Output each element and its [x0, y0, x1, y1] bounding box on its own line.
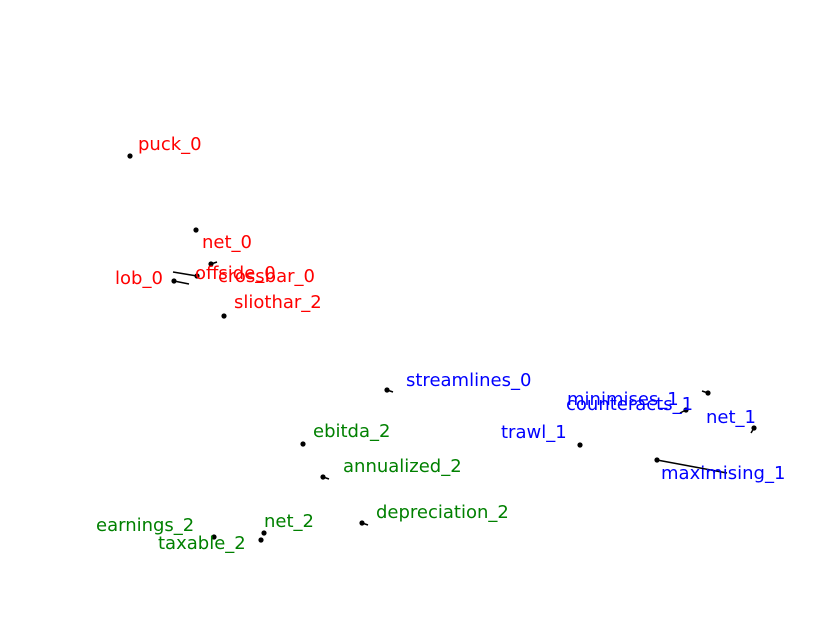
- point-net-0: [193, 227, 199, 233]
- label-lob-0: lob_0: [115, 268, 163, 289]
- point-sliothar-2: [221, 313, 227, 319]
- point-trawl-1: [577, 442, 583, 448]
- label-taxable-2: taxable_2: [158, 533, 246, 554]
- point-taxable-2: [261, 530, 267, 536]
- label-net-0: net_0: [202, 232, 252, 253]
- label-earnings-2: earnings_2: [96, 515, 194, 536]
- label-streamlines-0: streamlines_0: [406, 370, 531, 391]
- label-puck-0: puck_0: [138, 134, 202, 155]
- label-crossbar-0: crossbar_0: [218, 266, 315, 287]
- point-puck-0: [127, 153, 133, 159]
- leader-line-lob-0: [172, 271, 198, 277]
- label-offside-0: offside_0: [195, 263, 276, 284]
- point-minimises-1: [683, 407, 689, 413]
- label-depreciation-2: depreciation_2: [376, 502, 509, 523]
- label-minimises-1: minimises_1: [567, 389, 679, 410]
- point-maximising-1: [654, 457, 660, 463]
- leader-line-maximising-1: [656, 459, 728, 474]
- point-net-1: [751, 425, 757, 431]
- point-net-2: [258, 537, 264, 543]
- label-annualized-2: annualized_2: [343, 456, 462, 477]
- data-points: [127, 153, 757, 543]
- point-ebitda-2: [300, 441, 306, 447]
- label-maximising-1: maximising_1: [661, 463, 785, 484]
- point-offside-0: [171, 278, 177, 284]
- point-earnings-2: [211, 534, 217, 540]
- point-annualized-2: [320, 474, 326, 480]
- label-trawl-1: trawl_1: [501, 422, 567, 443]
- label-sliothar-2: sliothar_2: [234, 292, 322, 313]
- label-net-1: net_1: [706, 407, 756, 428]
- label-net-2: net_2: [264, 511, 314, 532]
- point-depreciation-2: [359, 520, 365, 526]
- label-ebitda-2: ebitda_2: [313, 421, 390, 442]
- point-streamlines-0: [384, 387, 390, 393]
- label-counteracts-1: counteracts_1: [566, 394, 693, 415]
- point-crossbar-0: [208, 261, 214, 267]
- point-lob-0: [194, 273, 200, 279]
- point-counteracts-1: [705, 390, 711, 396]
